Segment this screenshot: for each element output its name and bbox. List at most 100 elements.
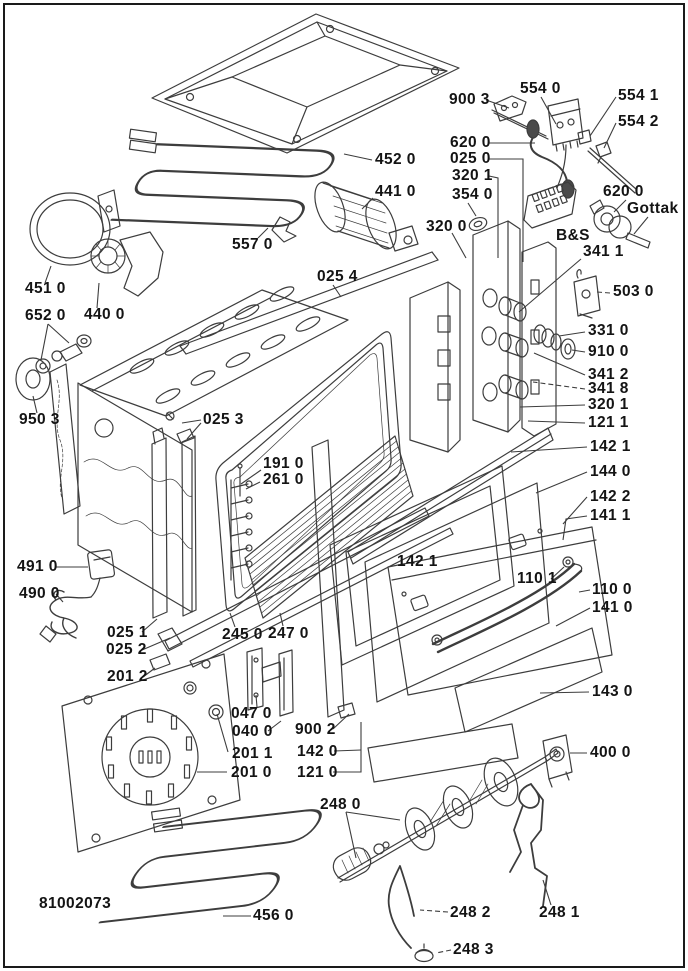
- leader-label-261-0: [245, 481, 261, 490]
- part-ring-element: [29, 189, 121, 266]
- label-248-1: 248 1: [539, 904, 580, 921]
- part-door-glass-trims: [367, 627, 603, 783]
- label-141-1: 141 1: [590, 507, 631, 524]
- part-oven-rack: [244, 435, 414, 619]
- part-side-strip: [49, 363, 81, 515]
- label-557-0: 557 0: [232, 236, 273, 253]
- leader-label-144-0: [535, 471, 588, 494]
- label-320-0: 320 0: [426, 218, 467, 235]
- label-brand-bs: B&S: [556, 227, 590, 244]
- leader-label-652-0: [40, 323, 49, 361]
- part-side-panel-bushings: [472, 220, 576, 433]
- leader-label-503-0: [596, 291, 611, 294]
- part-thermostat-cable: [39, 549, 116, 643]
- label-554-0: 554 0: [520, 80, 561, 97]
- label-142-1-right: 142 1: [590, 438, 631, 455]
- label-341-1: 341 1: [583, 243, 624, 260]
- leader-label-451-0: [44, 265, 52, 284]
- part-outer-door: [387, 526, 613, 696]
- label-201-2: 201 2: [107, 668, 148, 685]
- leader-label-142-2: [562, 496, 588, 525]
- part-cavity-top-frame: [79, 286, 349, 417]
- label-248-2: 248 2: [450, 904, 491, 921]
- leader-label-025-1: [141, 618, 158, 633]
- label-doc-number: 81002073: [39, 895, 111, 912]
- label-121-0: 121 0: [297, 764, 338, 781]
- label-025-0: 025 0: [450, 150, 491, 167]
- label-354-0: 354 0: [452, 186, 493, 203]
- leader-label-121-0: [333, 722, 362, 773]
- leader-label-142-1-right: [510, 446, 588, 453]
- part-rear-panel-slotted: [409, 281, 461, 453]
- label-341-8: 341 8: [588, 380, 629, 397]
- leader-label-620-0-right: [613, 199, 627, 213]
- leader-label-900-3: [485, 99, 510, 109]
- label-142-0: 142 0: [297, 743, 338, 760]
- label-248-3: 248 3: [453, 941, 494, 958]
- leader-label-025-4: [332, 284, 342, 298]
- page-border: [3, 3, 685, 968]
- label-141-0: 141 0: [592, 599, 633, 616]
- label-451-0: 451 0: [25, 280, 66, 297]
- part-grommet-354: [468, 216, 488, 232]
- leader-label-191-0: [240, 469, 262, 485]
- label-400-0: 400 0: [590, 744, 631, 761]
- label-121-1: 121 1: [588, 414, 629, 431]
- part-sill-bars: [157, 507, 454, 668]
- part-motor-mount: [542, 734, 573, 788]
- leader-label-025-3-1: [186, 422, 202, 440]
- leader-label-047-0: [255, 694, 258, 708]
- leader-label-248-0: [345, 811, 357, 859]
- leader-label-354-0: [467, 202, 477, 217]
- leader-label-025-2: [141, 637, 171, 651]
- leader-label-141-0: [555, 607, 591, 627]
- part-solenoid: [573, 269, 601, 319]
- label-191-0: 191 0: [263, 455, 304, 472]
- part-top-cover: [151, 13, 460, 154]
- part-clips: [149, 653, 356, 719]
- label-950-3: 950 3: [19, 411, 60, 428]
- leader-label-201-1: [216, 713, 229, 753]
- leader-label-652-0-1: [47, 323, 70, 344]
- leader-label-110-0: [578, 589, 591, 593]
- part-rotisserie-wires: [387, 783, 548, 963]
- label-554-2: 554 2: [618, 113, 659, 130]
- part-gasket-washer: [15, 357, 51, 401]
- leader-label-341-8: [532, 381, 586, 390]
- part-terminal-block: [523, 181, 577, 229]
- leader-label-040-0: [267, 720, 282, 732]
- part-rear-tall-panel: [521, 241, 557, 437]
- label-320-1-top: 320 1: [452, 167, 493, 184]
- label-040-0: 040 0: [232, 723, 273, 740]
- leader-label-141-1: [562, 515, 588, 541]
- leader-label-452-0: [343, 153, 373, 161]
- label-503-0: 503 0: [613, 283, 654, 300]
- label-047-0: 047 0: [231, 705, 272, 722]
- leader-label-245-0: [229, 612, 236, 628]
- leader-label-110-1: [550, 566, 565, 580]
- part-broil-element: [230, 463, 253, 581]
- label-440-0: 440 0: [84, 306, 125, 323]
- label-900-3: 900 3: [449, 91, 490, 108]
- label-331-0: 331 0: [588, 322, 629, 339]
- label-456-0: 456 0: [253, 907, 294, 924]
- label-554-1: 554 1: [618, 87, 659, 104]
- label-261-0: 261 0: [263, 471, 304, 488]
- leader-label-320-0: [451, 232, 467, 259]
- leader-label-248-0-1: [345, 811, 401, 821]
- label-025-1: 025 1: [107, 624, 148, 641]
- leader-label-910-0: [571, 349, 586, 353]
- part-top-rail: [179, 251, 439, 355]
- leader-label-900-2: [332, 713, 350, 730]
- label-491-0: 491 0: [17, 558, 58, 575]
- label-142-1-door: 142 1: [397, 553, 438, 570]
- leader-label-248-3: [435, 949, 452, 954]
- part-lower-element: [98, 807, 322, 924]
- part-grill-element: [110, 128, 335, 228]
- label-201-1: 201 1: [232, 745, 273, 762]
- leader-label-025-0: [488, 158, 524, 262]
- label-142-2: 142 2: [590, 488, 631, 505]
- part-small-brackets: [165, 216, 297, 444]
